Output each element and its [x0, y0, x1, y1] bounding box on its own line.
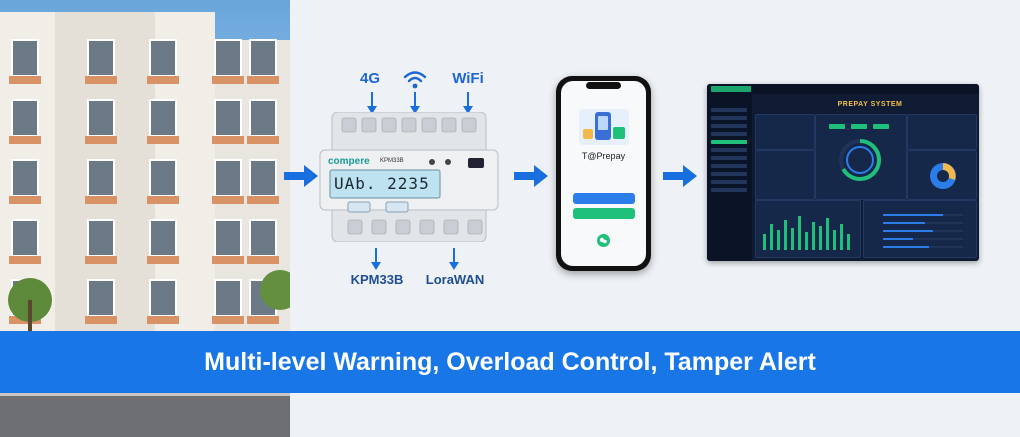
building-balcony	[147, 316, 179, 324]
arrow-down-icon	[367, 92, 377, 114]
label-4g: 4G	[359, 70, 380, 87]
wifi-icon	[403, 71, 427, 89]
building-window	[87, 159, 115, 197]
phone-secondary-button[interactable]	[573, 208, 635, 219]
meter-body	[319, 111, 499, 243]
building-window	[87, 219, 115, 257]
building-balcony	[85, 196, 117, 204]
building-window	[11, 159, 39, 197]
building-balcony	[147, 136, 179, 144]
building-balcony	[9, 196, 41, 204]
building-window	[214, 99, 242, 137]
building-window	[11, 39, 39, 77]
building-window	[87, 279, 115, 317]
label-lorawan: LoraWAN	[425, 272, 485, 287]
building-window	[249, 219, 277, 257]
building-window	[149, 159, 177, 197]
building-balcony	[247, 196, 279, 204]
phone-notch	[586, 82, 621, 89]
building-balcony	[247, 76, 279, 84]
building-balcony	[85, 76, 117, 84]
feature-banner: Multi-level Warning, Overload Control, T…	[0, 331, 1020, 393]
meter-lcd-readout: UAb. 2235	[334, 174, 430, 193]
building-window	[214, 159, 242, 197]
building-balcony	[212, 196, 244, 204]
energy-meter: compere KPM33B UAb. 2235	[318, 111, 500, 243]
phone-primary-button[interactable]	[573, 193, 635, 204]
arrow-down-icon	[463, 92, 473, 114]
building-balcony	[85, 316, 117, 324]
building-window	[249, 99, 277, 137]
building-window	[87, 99, 115, 137]
building-balcony	[85, 136, 117, 144]
wechat-icon[interactable]	[597, 234, 610, 247]
dashboard-graphics	[711, 108, 963, 250]
building-balcony	[247, 256, 279, 264]
label-wifi: WiFi	[452, 70, 484, 87]
card-summary	[755, 114, 815, 150]
building-window	[149, 219, 177, 257]
dashboard-logo	[711, 86, 751, 92]
building-balcony	[212, 316, 244, 324]
dashboard-header	[707, 84, 979, 94]
app-name: T@Prepay	[581, 151, 626, 161]
building-window	[149, 39, 177, 77]
meter-model-small: KPM33B	[380, 158, 404, 164]
building-balcony	[247, 136, 279, 144]
building-window	[249, 159, 277, 197]
building-window	[214, 219, 242, 257]
arrow-right-icon	[663, 165, 697, 187]
building-window	[87, 39, 115, 77]
building-window	[11, 99, 39, 137]
building-balcony	[9, 76, 41, 84]
card-values	[907, 114, 977, 150]
card-progress-list	[863, 200, 977, 258]
building-balcony	[212, 136, 244, 144]
prepay-dashboard: PREPAY SYSTEM	[707, 84, 979, 261]
building-balcony	[85, 256, 117, 264]
arrow-down-icon	[410, 92, 420, 114]
building-balcony	[212, 76, 244, 84]
meter-brand: compere	[328, 156, 370, 167]
arrow-right-icon	[284, 165, 318, 187]
building-balcony	[247, 316, 279, 324]
dashboard-sidebar	[707, 94, 752, 261]
building-window	[214, 39, 242, 77]
building-balcony	[212, 256, 244, 264]
phone-screen: T@Prepay	[561, 81, 646, 266]
building-window	[149, 99, 177, 137]
card-list	[755, 150, 815, 200]
building-balcony	[147, 256, 179, 264]
smartphone: T@Prepay	[556, 76, 651, 271]
banner-text: Multi-level Warning, Overload Control, T…	[204, 348, 816, 376]
app-illustration-icon	[579, 109, 629, 145]
building-balcony	[147, 196, 179, 204]
label-kpm33b: KPM33B	[350, 272, 404, 287]
dashboard-title: PREPAY SYSTEM	[837, 101, 903, 108]
building-window	[11, 219, 39, 257]
building-balcony	[9, 136, 41, 144]
arrow-down-icon	[449, 248, 459, 270]
building-window	[249, 39, 277, 77]
building-window	[214, 279, 242, 317]
building-balcony	[9, 256, 41, 264]
arrow-right-icon	[514, 165, 548, 187]
building-window	[149, 279, 177, 317]
building-balcony	[147, 76, 179, 84]
arrow-down-icon	[371, 248, 381, 270]
